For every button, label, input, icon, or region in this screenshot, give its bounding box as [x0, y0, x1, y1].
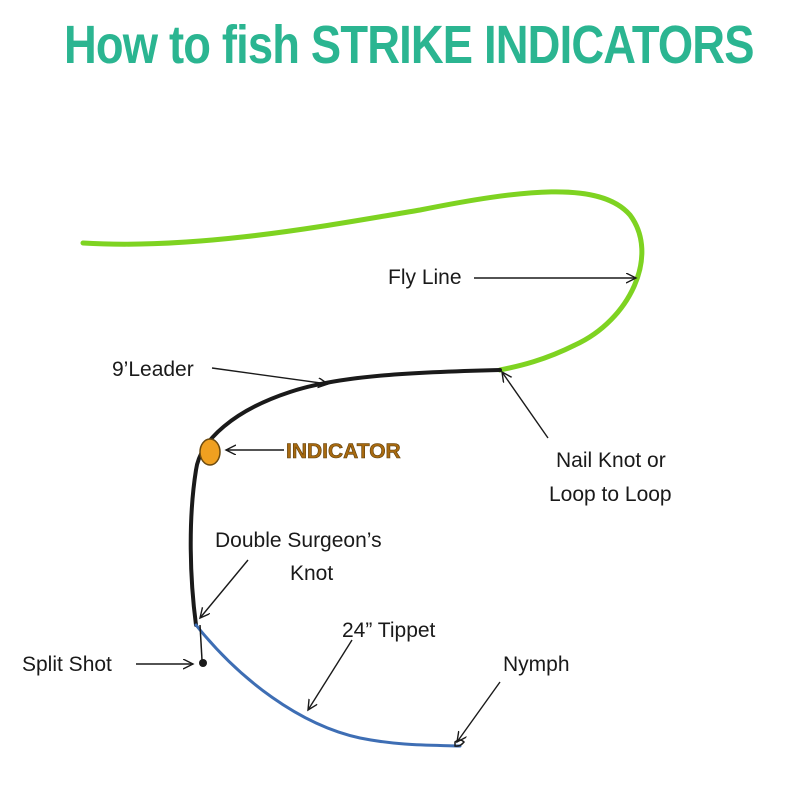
nail-knot-arrow — [502, 372, 549, 439]
fly-line — [80, 189, 645, 373]
page-title: How to fish STRIKE INDICATORS — [64, 15, 754, 75]
leader-line — [188, 368, 502, 627]
leader-arrow — [211, 367, 328, 384]
nymph-arrow — [457, 681, 501, 742]
fly-line-label: Fly Line — [388, 266, 462, 289]
tippet-label: 24” Tippet — [342, 619, 436, 642]
nail-knot-label-line1: Nail Knot or — [556, 449, 666, 472]
indicator-label: INDICATOR — [286, 440, 401, 463]
nail-knot-label-line2: Loop to Loop — [549, 483, 672, 506]
leader-label: 9’Leader — [112, 358, 194, 381]
tippet-arrow — [308, 639, 353, 710]
split-shot-icon — [199, 624, 207, 667]
nymph-label: Nymph — [503, 653, 570, 676]
indicator-float — [199, 438, 221, 466]
surgeon-knot-label-line1: Double Surgeon’s — [215, 529, 382, 552]
surgeon-knot-label-line2: Knot — [290, 562, 333, 585]
split-shot-label: Split Shot — [22, 653, 112, 676]
surgeon-knot-arrow — [200, 559, 249, 618]
tippet-line — [194, 623, 462, 748]
